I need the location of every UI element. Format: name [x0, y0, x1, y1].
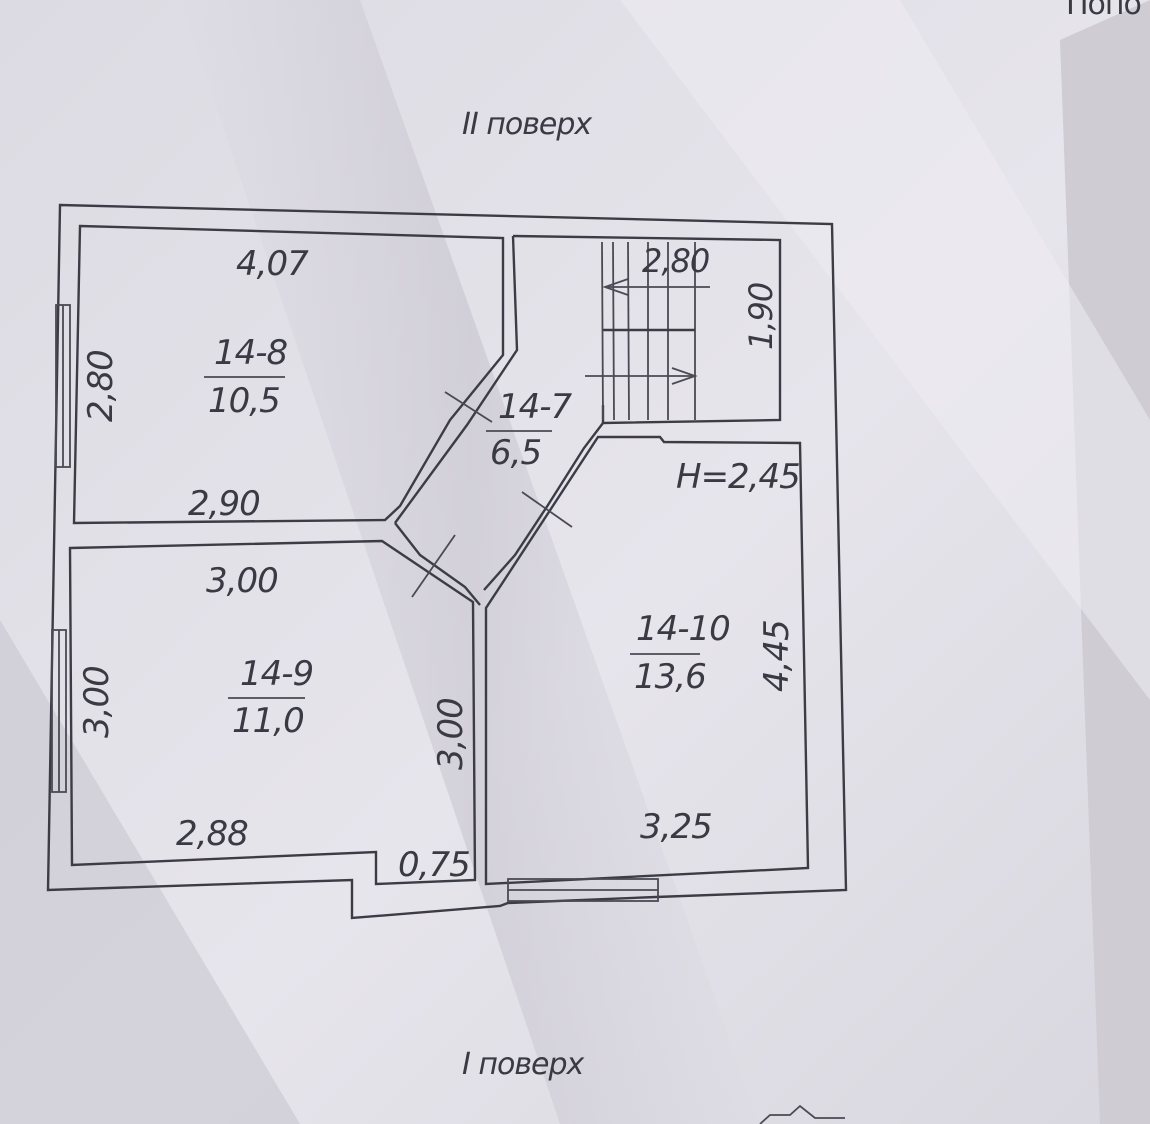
- windows: [51, 304, 659, 902]
- dim-14-9-top: 3,00: [206, 561, 278, 601]
- room-14-9-area: 11,0: [232, 701, 304, 741]
- dim-14-8-left: 2,80: [81, 350, 121, 422]
- dim-14-9-left: 3,00: [77, 666, 117, 738]
- dim-14-8-top: 4,07: [236, 244, 309, 284]
- door-markers: [411, 391, 573, 598]
- room-14-10-area: 13,6: [634, 657, 706, 697]
- room-14-10-outline: [484, 435, 810, 886]
- shadow-band: [180, 0, 760, 1124]
- dim-stair-side: 1,90: [742, 283, 780, 350]
- dim-14-8-bottom: 2,90: [188, 484, 260, 524]
- stair-treads: [585, 241, 710, 421]
- room-14-9-outline: [68, 539, 477, 886]
- corridor-wall-right: [483, 422, 604, 591]
- dim-14-10-right: 4,45: [757, 620, 797, 692]
- outer-wall: [46, 203, 848, 920]
- upper-floor-title: II поверх: [462, 107, 592, 142]
- ceiling-height: H=2,45: [676, 457, 800, 497]
- lower-floor-title: I поверх: [462, 1047, 585, 1082]
- dim-14-9-notch: 0,75: [398, 845, 470, 885]
- dim-14-9-bottom: 2,88: [176, 814, 248, 854]
- room-14-10-label: 14-10: [636, 609, 730, 649]
- shadow-band: [620, 0, 1150, 700]
- room-14-8-label: 14-8: [214, 333, 288, 373]
- dim-stair-top: 2,80: [642, 242, 709, 280]
- dim-14-9-right: 3,00: [431, 698, 471, 770]
- room-14-9-label: 14-9: [240, 654, 313, 694]
- floor-plan: [46, 203, 848, 920]
- room-14-8-area: 10,5: [208, 381, 280, 421]
- corridor-inner-wall: [394, 235, 519, 524]
- dim-14-10-bottom: 3,25: [640, 807, 712, 847]
- partial-stamp: [759, 1104, 845, 1124]
- corner-text: Попо: [1066, 0, 1141, 22]
- room-14-7-label: 14-7: [498, 387, 573, 427]
- corridor-wall-left: [394, 522, 481, 606]
- shadow-band: [0, 620, 300, 1124]
- room-14-7-area: 6,5: [490, 433, 541, 473]
- room-14-8-outline: [72, 224, 505, 525]
